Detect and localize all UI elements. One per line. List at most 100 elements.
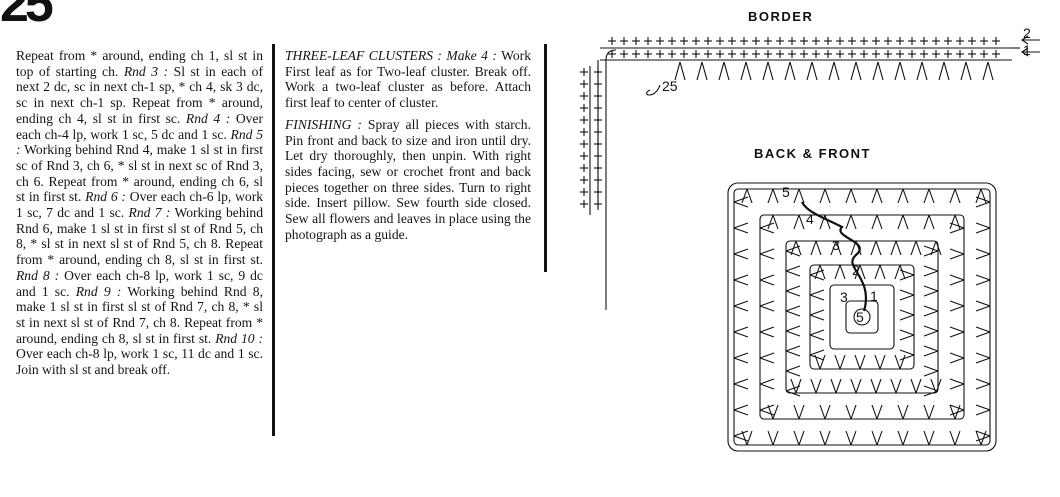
dc-stitch [975, 274, 991, 281]
dc-stitch [772, 404, 779, 420]
dc-stitch [759, 352, 775, 359]
round-label: Rnd 4 : [185, 110, 231, 126]
round-join-path [801, 201, 867, 312]
dc-stitch [790, 378, 797, 394]
dc-stitch [795, 240, 802, 256]
dc-stitch [793, 404, 800, 420]
dc-stitch [834, 264, 841, 280]
dc-stitch [785, 265, 801, 272]
dc-stitch [949, 430, 956, 446]
dc-stitch [949, 279, 965, 286]
dc-stitch [785, 345, 801, 352]
dc-stitch [810, 240, 817, 256]
dc-stitch [930, 378, 937, 394]
dc-stitch [815, 240, 822, 256]
dc-stitch [733, 248, 749, 255]
round-label: Rnd 9 : [75, 283, 122, 299]
dc-stitch [899, 334, 915, 341]
round-label: Rnd 5 : [16, 126, 263, 158]
dc-stitch [850, 61, 857, 81]
dc-stitch [859, 354, 866, 370]
round-outline [733, 188, 991, 446]
dc-stitch [793, 188, 800, 204]
dc-stitch [975, 430, 982, 446]
dc-stitch [923, 430, 930, 446]
dc-stitch [935, 240, 942, 256]
dc-stitch [894, 354, 901, 370]
dc-stitch [811, 61, 818, 81]
dc-stitch [759, 409, 775, 416]
dc-stitch [876, 404, 883, 420]
dc-stitch [879, 264, 886, 280]
dc-stitch [897, 214, 904, 230]
border-corner [605, 49, 617, 61]
dc-stitch [875, 378, 882, 394]
dc-stitch [975, 430, 991, 437]
dc-stitch [897, 404, 904, 420]
dc-stitch [975, 300, 991, 307]
dc-stitch [785, 385, 801, 392]
round-label: Rnd 3 : [123, 63, 169, 79]
dc-stitch [899, 354, 906, 370]
dc-stitch [923, 390, 939, 397]
dc-stitch [824, 430, 831, 446]
dc-stitch [980, 188, 987, 204]
dc-stitch [733, 378, 749, 385]
dc-stitch [733, 201, 749, 208]
dc-stitch [759, 253, 775, 260]
dc-stitch [785, 290, 801, 297]
dc-stitch [923, 290, 939, 297]
dc-stitch [850, 430, 857, 446]
dc-stitch [923, 188, 930, 204]
dc-stitch [855, 61, 862, 81]
dc-stitch [949, 248, 965, 255]
dc-stitch [824, 188, 831, 204]
start-mark [646, 84, 661, 96]
dc-stitch [845, 430, 852, 446]
dc-stitch [902, 214, 909, 230]
dc-stitch [975, 352, 991, 359]
dc-stitch [733, 404, 749, 411]
dc-stitch [733, 305, 749, 312]
dc-stitch [674, 61, 681, 81]
dc-stitch [809, 289, 825, 296]
round-number-label: 4 [806, 211, 814, 227]
dc-stitch [759, 383, 775, 390]
dc-stitch [850, 214, 857, 230]
dc-stitch [767, 188, 774, 204]
round-outline [759, 214, 965, 420]
dc-stitch [899, 61, 906, 81]
round-label: Rnd 6 : [85, 189, 126, 205]
dc-stitch [809, 334, 825, 341]
dc-stitch [798, 404, 805, 420]
dc-stitch [824, 214, 831, 230]
dc-stitch [746, 430, 753, 446]
dc-stitch [809, 269, 825, 276]
dc-stitch [833, 61, 840, 81]
dc-stitch [916, 61, 923, 81]
dc-stitch [928, 430, 935, 446]
dc-stitch [949, 383, 965, 390]
dc-stitch [923, 370, 939, 377]
dc-stitch [733, 279, 749, 286]
dc-stitch [877, 61, 884, 81]
dc-stitch [772, 214, 779, 230]
dc-stitch [718, 61, 725, 81]
dc-stitch [938, 61, 945, 81]
dc-stitch [701, 61, 708, 81]
dc-stitch [759, 331, 775, 338]
dc-stitch [876, 214, 883, 230]
dc-stitch [835, 240, 842, 256]
dc-stitch [850, 378, 857, 394]
dc-stitch [759, 279, 775, 286]
dc-stitch [759, 227, 775, 234]
dc-stitch [923, 365, 939, 372]
round-label: Rnd 7 : [128, 205, 171, 221]
round-number-label: 5 [856, 309, 864, 325]
dc-stitch [785, 370, 801, 377]
dc-stitch [810, 378, 817, 394]
dc-stitch [870, 240, 877, 256]
dc-stitch [910, 378, 917, 394]
